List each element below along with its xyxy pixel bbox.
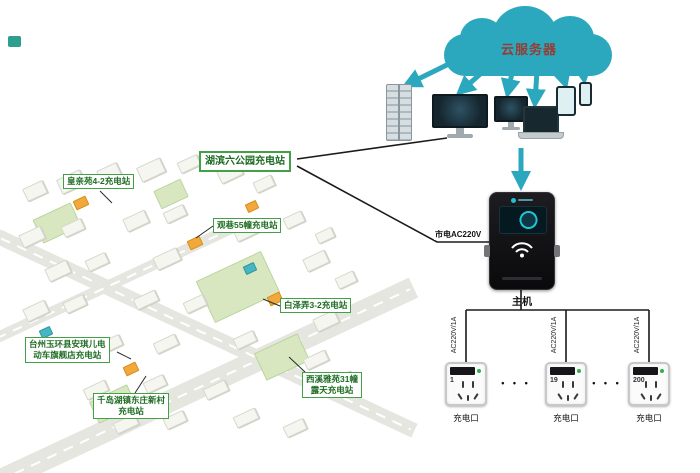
socket-hole: [656, 393, 662, 400]
map-block: [302, 249, 330, 273]
socket-hole: [473, 393, 479, 400]
host-vent-slot: [502, 277, 542, 280]
map-block: [195, 250, 281, 324]
mount-bracket: [554, 245, 560, 257]
outlet-display: [550, 367, 575, 375]
socket-hole: [573, 393, 579, 400]
smartphone-icon: [579, 82, 592, 106]
charging-outlet: 19: [544, 362, 588, 408]
outlet-faceplate: 200: [628, 362, 670, 406]
socket-hole: [655, 381, 657, 388]
map-block: [252, 174, 276, 194]
map-marker: [8, 36, 21, 47]
monitor-stand: [508, 122, 514, 127]
socket-hole: [640, 393, 646, 400]
monitor-stand: [456, 128, 464, 134]
ellipsis-dots: • • •: [501, 378, 531, 388]
map-block: [282, 417, 308, 439]
map-block: [152, 333, 180, 355]
tablet-icon: [556, 86, 576, 116]
laptop-keyboard: [518, 132, 564, 139]
map-block: [176, 153, 202, 175]
socket-hole: [557, 393, 563, 400]
charging-port-label: 充电口: [636, 413, 662, 423]
map-block: [152, 247, 182, 271]
socket-hole: [567, 395, 569, 401]
station-label-huangqinyuan: 皇亲苑4-2充电站: [63, 174, 135, 190]
socket-hole: [562, 381, 564, 388]
charging-host-unit: [484, 192, 560, 290]
map-block: [84, 251, 110, 273]
station-label-hubin: 湖滨六公园充电站: [199, 151, 291, 172]
charging-port-label: 充电口: [453, 413, 479, 423]
map-block: [282, 210, 306, 230]
desktop-monitor-icon: [432, 94, 488, 142]
server-rack-icon: [386, 84, 412, 141]
outlet-led-icon: [577, 369, 581, 373]
cloud-server-label: 云服务器: [500, 42, 557, 57]
mains-power-label: 市电AC220V: [434, 229, 483, 240]
socket-hole: [457, 393, 463, 400]
map-block: [182, 293, 208, 315]
station-label-guanxiang: 观巷55幢充电站: [213, 218, 282, 234]
socket-hole: [645, 381, 647, 388]
charging-outlet: 200: [627, 362, 671, 408]
laptop-screen: [523, 106, 559, 132]
mount-bracket: [484, 245, 490, 257]
station-label-qiandaohu: 千岛湖镇东庄新村 充电站: [93, 393, 170, 420]
outlet-display: [633, 367, 658, 375]
outlet-number: 1: [450, 377, 454, 384]
map-block: [22, 180, 48, 202]
map-block: [244, 199, 260, 214]
ellipsis-dots: • • •: [592, 378, 622, 388]
map-block: [122, 209, 150, 233]
socket-hole: [467, 395, 469, 401]
wifi-icon: [510, 240, 534, 263]
outlet-led-icon: [477, 369, 481, 373]
host-label: 主机: [512, 297, 532, 308]
map-block: [232, 407, 260, 429]
line-voltage-label: AC220V/1A: [551, 316, 558, 354]
station-label-baizenong: 白泽弄3-2充电站: [280, 298, 352, 314]
host-display-screen: [499, 206, 547, 234]
outlet-display: [450, 367, 475, 375]
monitor-base: [447, 134, 473, 138]
outlet-faceplate: 1: [445, 362, 487, 406]
outlet-number: 200: [633, 377, 645, 384]
map-block: [72, 195, 90, 211]
brand-logo-icon: [511, 197, 533, 203]
outlet-faceplate: 19: [545, 362, 587, 406]
map-block: [122, 361, 140, 377]
charging-outlet: 1: [444, 362, 488, 408]
monitor-base: [502, 127, 520, 130]
map-block: [62, 293, 88, 315]
map-block: [153, 178, 189, 210]
charging-port-label: 充电口: [553, 413, 579, 423]
line-voltage-label: AC220V/1A: [634, 316, 641, 354]
map-block: [135, 157, 167, 183]
station-label-xixi: 西溪雅苑31幢 露天充电站: [302, 372, 362, 399]
outlet-led-icon: [660, 369, 664, 373]
socket-hole: [462, 381, 464, 388]
socket-hole: [472, 381, 474, 388]
cloud-server: 云服务器: [438, 6, 620, 82]
line-voltage-label: AC220V/1A: [451, 316, 458, 354]
station-label-taizhou: 台州玉环县安琪儿电 动车旗舰店充电站: [25, 337, 110, 364]
monitor-screen: [432, 94, 488, 128]
socket-hole: [572, 381, 574, 388]
outlet-number: 19: [550, 377, 558, 384]
map-block: [314, 226, 336, 245]
socket-hole: [650, 395, 652, 401]
map-block: [334, 270, 358, 290]
